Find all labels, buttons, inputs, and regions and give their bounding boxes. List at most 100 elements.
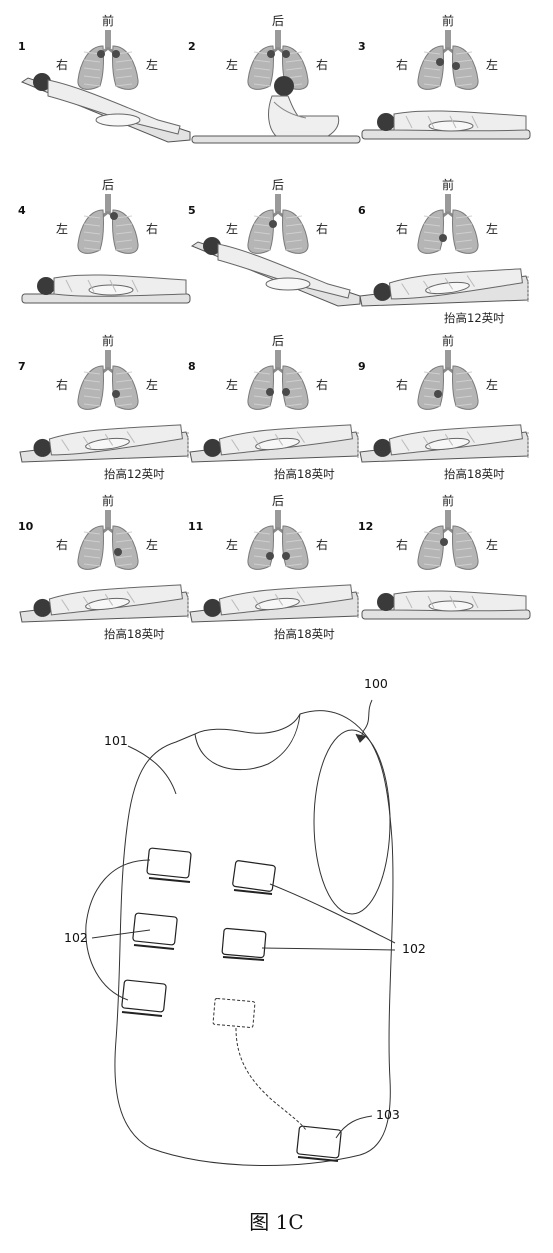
vest-armhole (314, 730, 390, 914)
lung-focus-dot (266, 552, 274, 560)
lung-focus-dot (439, 234, 447, 242)
lung-focus-dot (452, 62, 460, 70)
elevation-label: 抬高12英吋 (444, 310, 505, 326)
ref-102-left: 102 (64, 930, 88, 945)
pad (222, 928, 266, 960)
patient-figure (37, 275, 186, 296)
position-panel-10: 10 前右 左抬高18英吋 (18, 492, 198, 642)
pad-dashed (213, 998, 255, 1027)
lung-orientation-top: 前 (102, 12, 114, 29)
lung-orientation-right: 右 (316, 536, 328, 553)
lung-orientation-left: 左 (226, 56, 238, 73)
patient-figure (377, 591, 526, 611)
lung-orientation-right: 右 (316, 376, 328, 393)
lung-orientation-right: 左 (486, 56, 498, 73)
lung-orientation-top: 前 (442, 12, 454, 29)
ref-101: 101 (104, 733, 128, 748)
bed (192, 136, 360, 143)
elevation-label: 抬高18英吋 (104, 626, 165, 642)
leader-102-right-b (262, 948, 395, 950)
panel-number: 7 (18, 360, 26, 373)
lung-focus-dot (114, 548, 122, 556)
ref-103: 103 (376, 1107, 400, 1122)
lungs-icon (78, 510, 138, 569)
ref-100: 100 (364, 676, 388, 691)
wire (236, 1028, 306, 1130)
lung-orientation-top: 前 (102, 492, 114, 509)
lung-orientation-left: 右 (396, 220, 408, 237)
lung-focus-dot (269, 220, 277, 228)
lung-orientation-right: 右 (316, 56, 328, 73)
lung-orientation-top: 后 (102, 176, 114, 193)
patient-figure (203, 237, 350, 298)
pad (133, 913, 178, 949)
position-panel-12: 12 前右 左 (358, 492, 538, 642)
position-panel-11: 11后左右抬高18英吋 (188, 492, 368, 642)
lung-orientation-right: 左 (486, 220, 498, 237)
patient-figure (33, 73, 180, 134)
lung-focus-dot (97, 50, 105, 58)
lungs-icon (248, 350, 308, 409)
patient-figure (377, 111, 526, 131)
panel-number: 5 (188, 204, 196, 217)
lung-orientation-right: 左 (486, 376, 498, 393)
lung-orientation-top: 后 (272, 332, 284, 349)
lung-orientation-right: 左 (486, 536, 498, 553)
panel-number: 4 (18, 204, 26, 217)
lung-focus-dot (282, 552, 290, 560)
panel-number: 11 (188, 520, 203, 533)
pad (232, 860, 275, 894)
lung-focus-dot (282, 50, 290, 58)
panel-number: 10 (18, 520, 33, 533)
elevation-label: 抬高12英吋 (104, 466, 165, 482)
position-panel-3: 3前右左 (358, 12, 538, 162)
elevation-label: 抬高18英吋 (444, 466, 505, 482)
lung-focus-dot (282, 388, 290, 396)
position-panel-2: 2 后左 右 (188, 12, 368, 162)
lungs-icon (418, 194, 478, 253)
lung-orientation-left: 右 (56, 376, 68, 393)
pad (147, 848, 191, 882)
panel-number: 2 (188, 40, 196, 53)
lungs-icon (418, 30, 478, 89)
lung-orientation-left: 左 (56, 220, 68, 237)
lung-orientation-right: 左 (146, 56, 158, 73)
lung-orientation-right: 左 (146, 536, 158, 553)
lungs-icon (418, 350, 478, 409)
panel-number: 3 (358, 40, 366, 53)
lung-orientation-left: 右 (56, 536, 68, 553)
position-panel-8: 8后左右抬高18英吋 (188, 332, 368, 482)
position-panel-1: 1 前右 左 (18, 12, 198, 162)
position-panel-7: 7前右左抬高12英吋 (18, 332, 198, 482)
leader-100 (360, 700, 372, 740)
panel-number: 6 (358, 204, 366, 217)
position-panel-5: 5后左右 (188, 176, 368, 326)
lung-orientation-top: 后 (272, 176, 284, 193)
lung-orientation-left: 右 (56, 56, 68, 73)
lung-orientation-top: 后 (272, 12, 284, 29)
panel-number: 12 (358, 520, 373, 533)
lungs-icon (78, 30, 138, 89)
lung-orientation-right: 左 (146, 376, 158, 393)
elevation-label: 抬高18英吋 (274, 466, 335, 482)
lungs-icon (248, 510, 308, 569)
lung-focus-dot (440, 538, 448, 546)
position-panel-6: 6前右左抬高12英吋 (358, 176, 538, 326)
lung-orientation-top: 前 (442, 492, 454, 509)
lungs-icon (78, 194, 138, 253)
ref-102-right: 102 (402, 941, 426, 956)
lung-orientation-left: 左 (226, 536, 238, 553)
lung-orientation-right: 右 (146, 220, 158, 237)
vest-neck (195, 714, 300, 770)
position-panel-4: 4 后左 右 (18, 176, 198, 326)
lung-orientation-left: 右 (396, 376, 408, 393)
lung-orientation-top: 后 (272, 492, 284, 509)
lung-orientation-top: 前 (442, 332, 454, 349)
panel-number: 8 (188, 360, 196, 373)
lungs-icon (418, 510, 478, 569)
lungs-icon (248, 194, 308, 253)
lung-focus-dot (266, 388, 274, 396)
panel-number: 1 (18, 40, 26, 53)
lung-orientation-left: 左 (226, 220, 238, 237)
lung-orientation-left: 右 (396, 536, 408, 553)
